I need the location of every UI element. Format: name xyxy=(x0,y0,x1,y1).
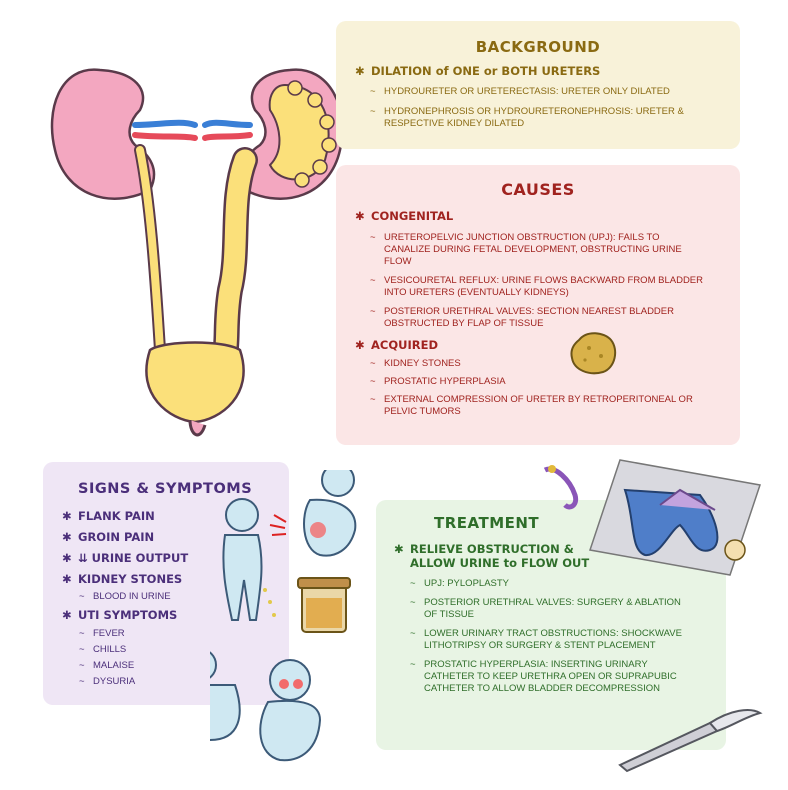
tilde-icon: ~ xyxy=(370,306,376,317)
signs-symptoms-card: SIGNS & SYMPTOMS ✱FLANK PAIN ✱GROIN PAIN… xyxy=(43,462,289,705)
tilde-icon: ~ xyxy=(370,106,376,117)
symptom-item: ✱UTI SYMPTOMS xyxy=(62,608,178,622)
asterisk-icon: ✱ xyxy=(62,509,72,523)
scalpel-icon xyxy=(618,709,763,773)
tilde-icon: ~ xyxy=(370,358,376,369)
patient-flank-pain-illustration xyxy=(210,470,357,762)
symptom-subitem: ~BLOOD in URINE xyxy=(79,591,171,602)
tilde-icon: ~ xyxy=(79,676,85,687)
asterisk-icon: ✱ xyxy=(62,530,72,544)
asterisk-icon: ✱ xyxy=(62,551,72,565)
tilde-icon: ~ xyxy=(410,597,416,608)
catheter-illustration xyxy=(543,459,761,576)
symptom-subitem: ~FEVER xyxy=(79,628,125,639)
asterisk-icon: ✱ xyxy=(62,572,72,586)
symptom-subitem: ~DYSURIA xyxy=(79,676,136,687)
asterisk-icon: ✱ xyxy=(355,209,365,223)
background-item: ~ HYDROURETER or URETERECTASIS: URETER O… xyxy=(370,86,670,97)
congenital-item: ~ POSTERIOR URETHRAL VALVES: SECTION nea… xyxy=(370,306,674,329)
tilde-icon: ~ xyxy=(370,275,376,286)
symptom-item: ✱⇊ URINE OUTPUT xyxy=(62,551,189,565)
acquired-item: ~ KIDNEY STONES xyxy=(370,358,461,369)
treatment-main-point: ✱ RELIEVE OBSTRUCTION & ALLOW URINE to F… xyxy=(394,542,590,570)
background-item: ~ HYDRONEPHROSIS or HYDROURETERONEPHROSI… xyxy=(370,106,684,129)
acquired-item: ~ EXTERNAL COMPRESSION of URETER by RETR… xyxy=(370,394,693,417)
treatment-item: ~UPJ: PYLOPLASTY xyxy=(410,578,510,589)
treatment-title: TREATMENT xyxy=(434,514,540,532)
signs-title: SIGNS & SYMPTOMS xyxy=(78,481,253,497)
bladder-icon xyxy=(145,341,245,424)
symptom-subitem: ~CHILLS xyxy=(79,644,127,655)
treatment-item: ~POSTERIOR URETHRAL VALVES: SURGERY & AB… xyxy=(410,597,681,620)
tilde-icon: ~ xyxy=(79,644,85,655)
acquired-item: ~ PROSTATIC HYPERPLASIA xyxy=(370,376,506,387)
background-card: BACKGROUND ✱ DILATION of ONE or BOTH URE… xyxy=(336,21,740,149)
tilde-icon: ~ xyxy=(410,628,416,639)
tilde-icon: ~ xyxy=(79,660,85,671)
asterisk-icon: ✱ xyxy=(355,64,365,78)
kidney-stone-icon xyxy=(570,332,617,375)
asterisk-icon: ✱ xyxy=(62,608,72,622)
asterisk-icon: ✱ xyxy=(394,542,404,556)
symptom-item: ✱FLANK PAIN xyxy=(62,509,155,523)
background-main-point: ✱ DILATION of ONE or BOTH URETERS xyxy=(355,64,601,78)
urinary-system-illustration xyxy=(50,68,344,437)
asterisk-icon: ✱ xyxy=(355,338,365,352)
tilde-icon: ~ xyxy=(370,394,376,405)
tilde-icon: ~ xyxy=(79,591,85,602)
congenital-heading: ✱ CONGENITAL xyxy=(355,209,454,223)
tilde-icon: ~ xyxy=(370,86,376,97)
tilde-icon: ~ xyxy=(410,659,416,670)
treatment-item: ~LOWER URINARY TRACT OBSTRUCTIONS: SHOCK… xyxy=(410,628,682,651)
treatment-item: ~PROSTATIC HYPERPLASIA: INSERTING URINAR… xyxy=(410,659,677,694)
symptom-item: ✱GROIN PAIN xyxy=(62,530,155,544)
tilde-icon: ~ xyxy=(370,232,376,243)
congenital-item: ~ URETEROPELVIC JUNCTION OBSTRUCTION (UP… xyxy=(370,232,682,267)
tilde-icon: ~ xyxy=(410,578,416,589)
tilde-icon: ~ xyxy=(79,628,85,639)
symptom-item: ✱KIDNEY STONES xyxy=(62,572,183,586)
acquired-heading: ✱ ACQUIRED xyxy=(355,338,438,352)
symptom-subitem: ~MALAISE xyxy=(79,660,135,671)
congenital-item: ~ VESICOURETAL REFLUX: URINE FLOWS BACKW… xyxy=(370,275,703,298)
causes-card: CAUSES ✱ CONGENITAL ~ URETEROPELVIC JUNC… xyxy=(336,165,740,445)
background-title: BACKGROUND xyxy=(475,38,601,56)
tilde-icon: ~ xyxy=(370,376,376,387)
causes-title: CAUSES xyxy=(501,180,575,199)
